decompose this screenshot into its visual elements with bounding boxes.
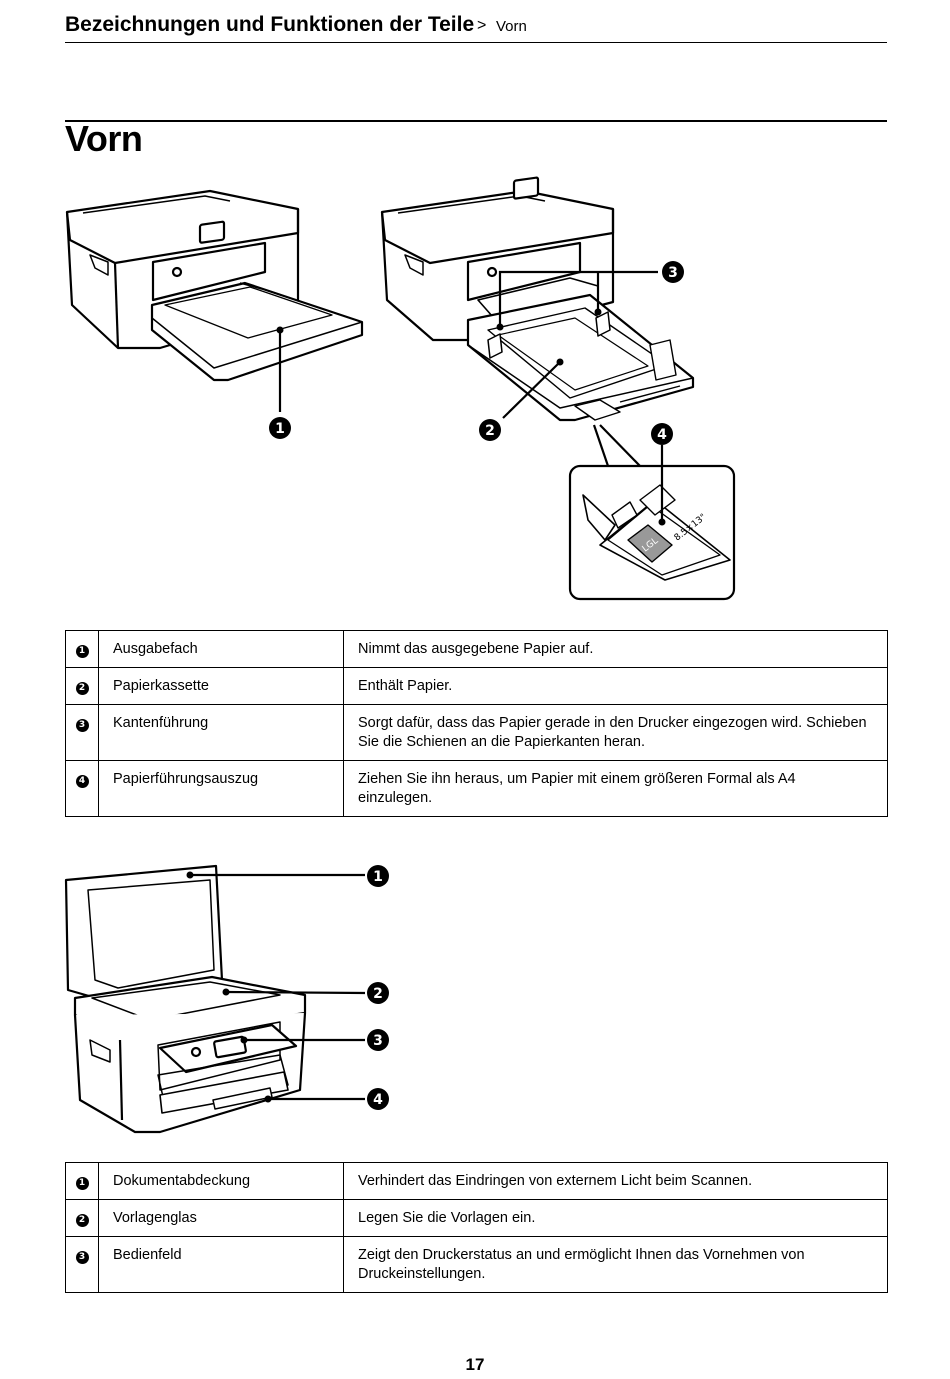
callout-badge-3 bbox=[662, 261, 684, 283]
table-row: 1 Ausgabefach Nimmt das ausgegebene Papi… bbox=[65, 630, 888, 668]
scanner-glass bbox=[73, 975, 307, 1042]
callout-badge-1 bbox=[367, 865, 389, 887]
table-row: 4 Papierführungsauszug Ziehen Sie ihn he… bbox=[65, 760, 888, 817]
row-number-badge: 3 bbox=[75, 1251, 89, 1264]
parts-table-2: 1 Dokumentabdeckung Verhindert das Eindr… bbox=[65, 1162, 888, 1293]
part-description: Sorgt dafür, dass das Papier gerade in d… bbox=[343, 704, 888, 761]
part-name: Papierkassette bbox=[98, 667, 344, 705]
table-row: 3 Kantenführung Sorgt dafür, dass das Pa… bbox=[65, 704, 888, 761]
callout-4-label: 4 bbox=[657, 427, 667, 443]
running-header: Bezeichnungen und Funktionen der Teile >… bbox=[65, 10, 887, 43]
callout-2-label: 2 bbox=[373, 986, 383, 1002]
callout-3-label: 3 bbox=[668, 265, 678, 281]
page-number: 17 bbox=[465, 1355, 485, 1374]
breadcrumb-separator: > bbox=[477, 17, 487, 34]
header-title: Bezeichnungen und Funktionen der Teile bbox=[65, 13, 475, 36]
callout-badge-3 bbox=[367, 1029, 389, 1051]
row-number-badge: 2 bbox=[75, 682, 89, 695]
heading-rule bbox=[65, 120, 887, 122]
part-description: Enthält Papier. bbox=[343, 667, 888, 705]
row-number-badge: 1 bbox=[75, 1177, 89, 1190]
callout-badge-4 bbox=[651, 423, 673, 445]
part-name: Bedienfeld bbox=[98, 1236, 344, 1293]
part-description: Legen Sie die Vorlagen ein. bbox=[343, 1199, 888, 1237]
row-number-badge: 2 bbox=[75, 1214, 89, 1227]
row-number-badge: 1 bbox=[75, 645, 89, 658]
table-row: 2 Papierkassette Enthält Papier. bbox=[65, 667, 888, 705]
part-name: Vorlagenglas bbox=[98, 1199, 344, 1237]
callout-1-label: 1 bbox=[373, 869, 383, 885]
table-row: 3 Bedienfeld Zeigt den Druckerstatus an … bbox=[65, 1236, 888, 1293]
part-name: Papierführungsauszug bbox=[98, 760, 344, 817]
callout-badge-1 bbox=[269, 417, 291, 439]
row-number-badge: 4 bbox=[75, 775, 89, 788]
callout-3-label: 3 bbox=[373, 1033, 383, 1049]
part-description: Verhindert das Eindringen von externem L… bbox=[343, 1162, 888, 1200]
header-section: Vorn bbox=[496, 18, 527, 35]
page-heading: Vorn bbox=[65, 118, 143, 159]
part-description: Zeigt den Druckerstatus an und ermöglich… bbox=[343, 1236, 888, 1293]
table-row: 2 Vorlagenglas Legen Sie die Vorlagen ei… bbox=[65, 1199, 888, 1237]
paper-cassette bbox=[466, 293, 695, 422]
callout-1-label: 1 bbox=[275, 421, 285, 437]
callout-2-label: 2 bbox=[485, 423, 495, 439]
callout-4-label: 4 bbox=[373, 1092, 383, 1108]
parts-table-1: 1 Ausgabefach Nimmt das ausgegebene Papi… bbox=[65, 630, 888, 817]
document-cover bbox=[64, 864, 224, 1004]
control-panel bbox=[158, 1023, 298, 1074]
table-row: 1 Dokumentabdeckung Verhindert das Eindr… bbox=[65, 1162, 888, 1200]
part-name: Dokumentabdeckung bbox=[98, 1162, 344, 1200]
part-name: Kantenführung bbox=[98, 704, 344, 761]
part-name: Ausgabefach bbox=[98, 630, 344, 668]
row-number-badge: 3 bbox=[75, 719, 89, 732]
part-description: Ziehen Sie ihn heraus, um Papier mit ein… bbox=[343, 760, 888, 817]
callout-badge-4 bbox=[367, 1088, 389, 1110]
callout-badge-2 bbox=[367, 982, 389, 1004]
callout-badge-2 bbox=[479, 419, 501, 441]
part-description: Nimmt das ausgegebene Papier auf. bbox=[343, 630, 888, 668]
printer-front-figure: LGL 8.5×13" 1 2 3 4 bbox=[65, 176, 736, 601]
